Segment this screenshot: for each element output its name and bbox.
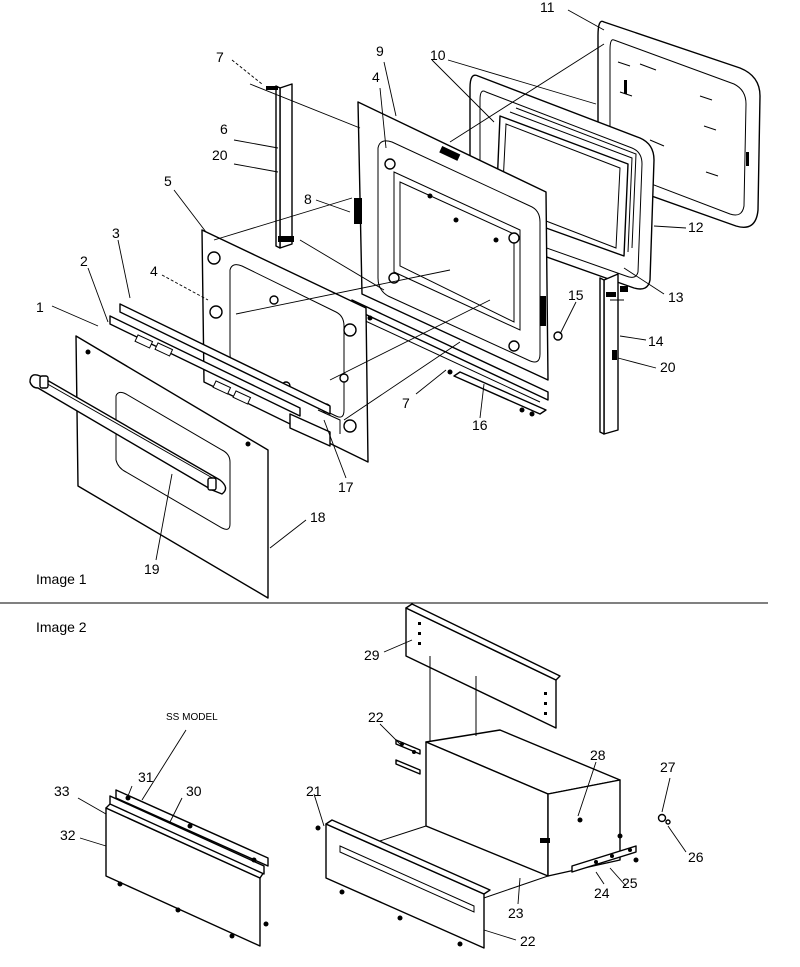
- part-21-drawer-front: [315, 819, 491, 949]
- part-13-clip: [620, 286, 628, 292]
- callout-4: 4: [150, 263, 158, 279]
- callout-20b: 20: [660, 359, 676, 375]
- part-31-screw: [125, 795, 131, 801]
- callout-6: 6: [220, 121, 228, 137]
- image2-caption: Image 2: [36, 619, 87, 635]
- callout-29: 29: [364, 647, 380, 663]
- callout-7b: 7: [402, 395, 410, 411]
- part-32-ss-drawer-front: [105, 801, 265, 947]
- image1-caption: Image 1: [36, 571, 87, 587]
- callout-14: 14: [648, 333, 664, 349]
- screw-icon: [384, 158, 396, 170]
- callout-16: 16: [472, 417, 488, 433]
- part-14-side-bracket: [599, 273, 619, 435]
- callout-18: 18: [310, 509, 326, 525]
- part-23-drawer-box: [345, 656, 621, 901]
- callout-13: 13: [668, 289, 684, 305]
- part-6-side-bracket: [266, 83, 294, 249]
- part-30-trim-strip: [109, 789, 269, 875]
- part-7-screw: [266, 86, 278, 90]
- callout-5: 5: [164, 173, 172, 189]
- callout-27: 27: [660, 759, 676, 775]
- callout-4b: 4: [372, 69, 380, 85]
- part-3-top-rail: [109, 303, 331, 417]
- callout-11: 11: [540, 0, 555, 15]
- callout-19: 19: [144, 561, 160, 577]
- screw-icon: [388, 272, 400, 284]
- callout-31: 31: [138, 769, 154, 785]
- callout-3: 3: [112, 225, 120, 241]
- part-27-screw: [657, 813, 667, 823]
- callout-26: 26: [688, 849, 704, 865]
- part-19-door-handle: [29, 374, 227, 495]
- callout-21: 21: [306, 783, 322, 799]
- callout-20: 20: [212, 147, 228, 163]
- part-8-hinge-bracket: [354, 198, 362, 224]
- screw-icon: [508, 340, 520, 352]
- callout-32: 32: [60, 827, 76, 843]
- callout-33: 33: [54, 783, 70, 799]
- screw-icon: [508, 232, 520, 244]
- image1-oven-door: [29, 9, 761, 599]
- callout-9: 9: [376, 43, 384, 59]
- callout-10: 10: [430, 47, 446, 63]
- callout-1: 1: [36, 299, 44, 315]
- callout-24: 24: [594, 885, 610, 901]
- part-29-drawer-back: [405, 603, 561, 729]
- callout-30: 30: [186, 783, 202, 799]
- callout-7: 7: [216, 49, 224, 65]
- callout-2: 2: [80, 253, 88, 269]
- ss-model-note: SS MODEL: [166, 712, 218, 723]
- part-26-screw: [665, 819, 671, 825]
- part-25-drawer-slide: [571, 845, 637, 873]
- part-22-bracket: [395, 739, 421, 775]
- callout-8: 8: [304, 191, 312, 207]
- part-9-inner-liner: [354, 101, 549, 381]
- callout-23: 23: [508, 905, 524, 921]
- part-17-hinge-channel: [289, 409, 341, 447]
- callout-22: 22: [368, 709, 384, 725]
- image2-storage-drawer: [77, 603, 687, 949]
- callout-25: 25: [622, 875, 638, 891]
- callout-22b: 22: [520, 933, 536, 949]
- callout-17: 17: [338, 479, 354, 495]
- callout-12: 12: [688, 219, 704, 235]
- callout-15: 15: [568, 287, 584, 303]
- part-28-screw: [577, 817, 583, 823]
- callout-28: 28: [590, 747, 606, 763]
